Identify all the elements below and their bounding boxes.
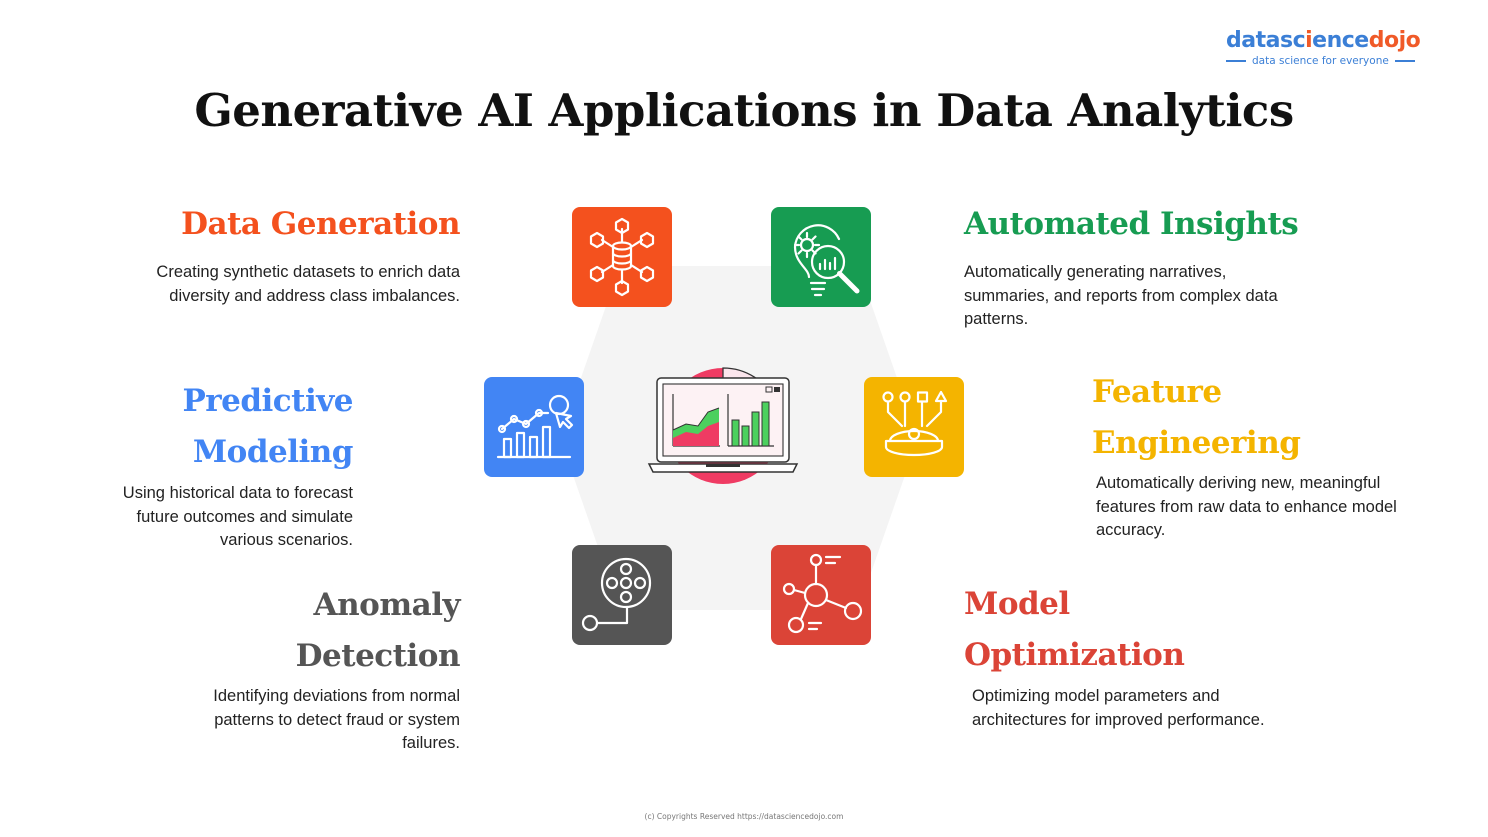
network-nodes-icon: [782, 553, 863, 634]
automated-insights-title: Automated Insights: [964, 206, 1299, 242]
logo-wordmark: datasciencedojo: [1226, 28, 1421, 53]
anomaly-detection-description: Identifying deviations from normal patte…: [213, 687, 460, 752]
data-generation-title: Data Generation: [181, 206, 460, 242]
logo-tagline: data science for everyone: [1226, 55, 1431, 67]
model-optimization-title: Model Optimization: [964, 586, 1185, 673]
automated-insights-description: Automatically generating narratives, sum…: [964, 263, 1278, 328]
copyright-footer: (c) Copyrights Reserved https://datascie…: [644, 812, 844, 821]
feature-engineering-tile: [864, 377, 964, 477]
anomaly-detection-title: Anomaly Detection: [295, 587, 461, 674]
lightbulb-gear-magnifier-icon: [793, 224, 860, 297]
predictive-modeling-title: Predictive Modeling: [182, 383, 353, 470]
feature-engineering-description: Automatically deriving new, meaningful f…: [1096, 474, 1397, 539]
shapes-funnel-icon: [882, 390, 948, 457]
brand-logo: datasciencedojo data science for everyon…: [1226, 28, 1431, 67]
laptop-analytics-icon: [647, 367, 799, 484]
page-title: Generative AI Applications in Data Analy…: [194, 84, 1294, 137]
data-generation-tile: [572, 207, 672, 307]
anomaly-dots-icon: [581, 557, 652, 632]
database-network-icon: [589, 217, 655, 297]
trend-bar-chart-icon: [496, 394, 574, 459]
anomaly-detection-tile: [572, 545, 672, 645]
predictive-modeling-tile: [484, 377, 584, 477]
model-optimization-tile: [771, 545, 871, 645]
data-generation-description: Creating synthetic datasets to enrich da…: [156, 263, 460, 305]
feature-engineering-title: Feature Engineering: [1092, 374, 1301, 461]
model-optimization-description: Optimizing model parameters and architec…: [972, 687, 1265, 729]
predictive-modeling-description: Using historical data to forecast future…: [122, 484, 353, 549]
automated-insights-tile: [771, 207, 871, 307]
